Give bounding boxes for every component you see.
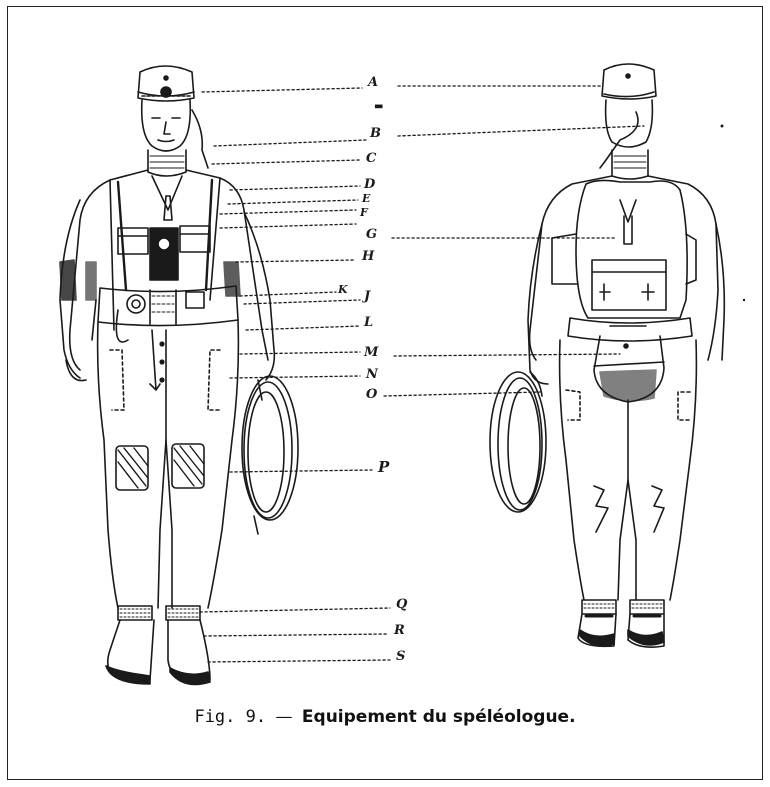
label-n: N (366, 368, 378, 381)
label-f: F (360, 207, 368, 218)
label-o: O (366, 388, 377, 401)
label-mark: ▬ (374, 102, 383, 112)
front-figure (60, 66, 298, 684)
label-l: L (364, 316, 373, 329)
caption-figure-number: Fig. 9. (194, 707, 266, 727)
caption-title: Equipement du spéléologue. (302, 707, 576, 727)
label-p: P (378, 460, 389, 475)
label-s: S (396, 650, 405, 663)
label-h: H (362, 250, 374, 263)
leader-lines (200, 86, 644, 662)
label-k: K (338, 284, 348, 295)
label-a: A (368, 76, 378, 89)
label-g: G (366, 228, 377, 241)
label-e: E (362, 193, 370, 204)
label-r: R (394, 624, 405, 637)
back-figure (490, 64, 724, 647)
label-j: J (364, 290, 370, 303)
label-c: C (366, 152, 376, 165)
label-m: M (364, 346, 378, 359)
figure-caption: Fig. 9. — Equipement du spéléologue. (0, 707, 770, 727)
label-d: D (364, 178, 375, 191)
caption-dash: — (276, 707, 293, 727)
label-b: B (370, 127, 381, 140)
label-q: Q (396, 598, 407, 611)
